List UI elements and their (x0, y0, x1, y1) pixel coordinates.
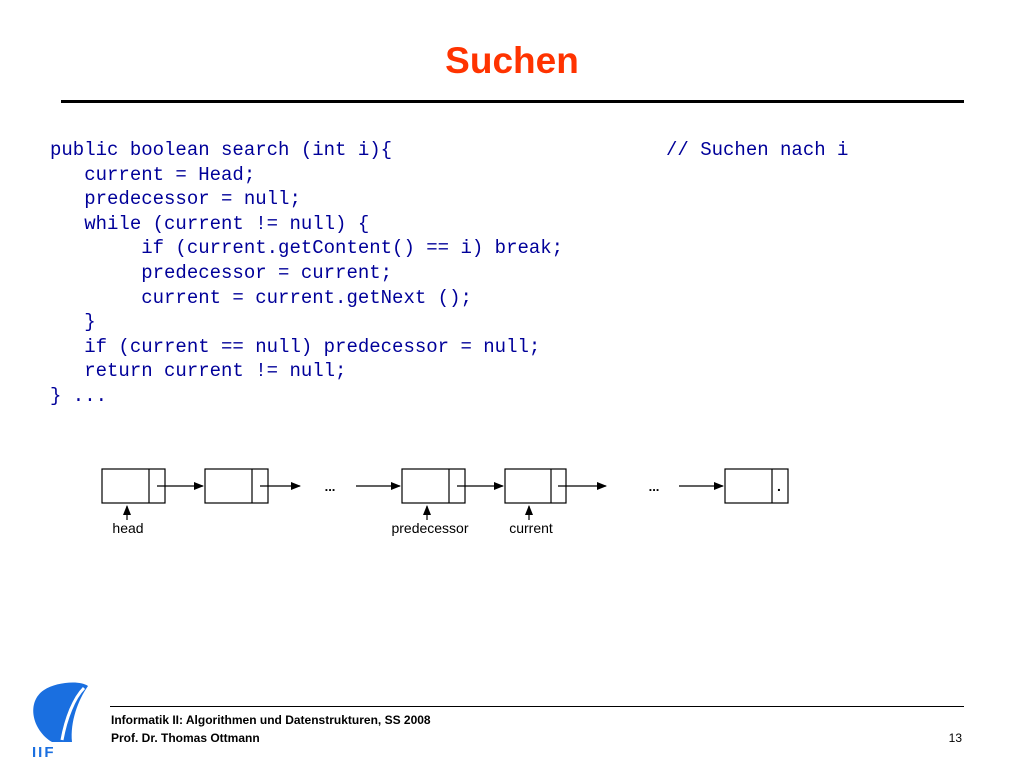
predecessor-label: predecessor (391, 520, 468, 536)
list-node-current (504, 468, 567, 504)
list-node-predecessor (401, 468, 466, 504)
code-line: public boolean search (int i){ (50, 139, 393, 161)
code-line: current = Head; (50, 163, 256, 186)
code-line: predecessor = null; (50, 188, 301, 211)
code-line: return current != null; (50, 360, 347, 383)
list-node-last (724, 468, 789, 504)
code-line: if (current.getContent() == i) break; (50, 237, 564, 260)
current-label: current (509, 520, 553, 536)
code-line: current = current.getNext (); (50, 286, 472, 309)
code-comment: // Suchen nach i (666, 139, 849, 161)
ellipsis-label: ... (325, 479, 336, 494)
title-divider (61, 100, 964, 103)
logo-text: IIF (32, 744, 56, 760)
ellipsis-label: ... (649, 479, 660, 494)
footer-author: Prof. Dr. Thomas Ottmann (111, 731, 260, 745)
footer-divider (110, 706, 964, 707)
footer-course: Informatik II: Algorithmen und Datenstru… (111, 713, 431, 727)
code-listing: public boolean search (int i){ current =… (50, 138, 563, 409)
code-line: if (current == null) predecessor = null; (50, 335, 541, 358)
code-line: } (50, 311, 96, 334)
code-line: predecessor = current; (50, 261, 393, 284)
null-marker: . (777, 478, 781, 494)
code-line: while (current != null) { (50, 212, 370, 235)
list-node (204, 468, 269, 504)
slide-title: Suchen (445, 40, 579, 81)
head-label: head (112, 520, 143, 536)
linked-list-diagram: ... ... . head predecessor current (101, 468, 789, 536)
code-line: } ... (50, 384, 108, 407)
list-node-head (101, 468, 166, 504)
page-number: 13 (948, 731, 962, 745)
iif-logo: IIF (32, 682, 88, 760)
